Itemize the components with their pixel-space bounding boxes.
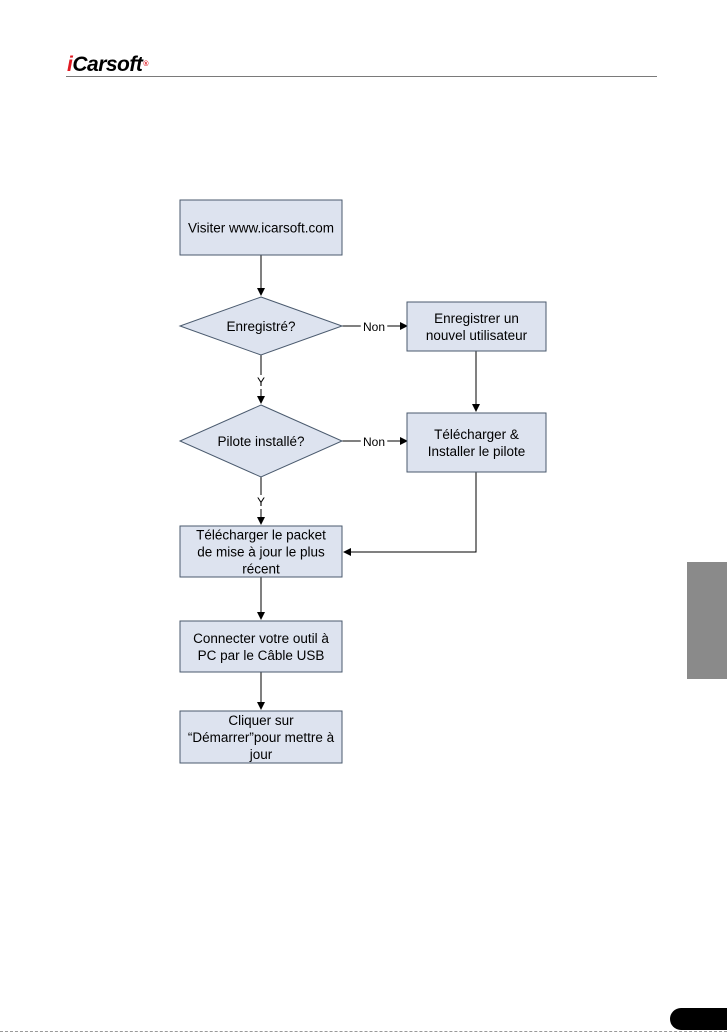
flow-node-download-driver: Télécharger & Installer le pilote: [407, 413, 546, 472]
node-label-line: Connecter votre outil à: [193, 631, 329, 646]
edge-label: Y: [257, 375, 265, 389]
node-label-line: “Démarrer”pour mettre à: [188, 730, 335, 745]
edge-label: Y: [257, 495, 265, 509]
node-label-line: Installer le pilote: [428, 444, 526, 459]
process-box: [407, 302, 546, 351]
node-label-line: jour: [249, 747, 273, 762]
flow-node-visit: Visiter www.icarsoft.com: [180, 200, 342, 255]
node-label-line: récent: [242, 562, 280, 577]
node-label-line: de mise à jour le plus: [197, 545, 325, 560]
page-number-badge: [670, 1008, 727, 1030]
flow-node-start-update: Cliquer sur “Démarrer”pour mettre à jour: [180, 711, 342, 763]
node-label-line: PC par le Câble USB: [198, 648, 325, 663]
flow-node-register-new: Enregistrer un nouvel utilisateur: [407, 302, 546, 351]
process-box: [180, 621, 342, 672]
edge-download-driver-to-download-update: [344, 472, 476, 552]
page-bottom-edge: [0, 1031, 727, 1032]
side-tab-marker: [687, 562, 727, 679]
process-box: [407, 413, 546, 472]
node-label-line: Cliquer sur: [228, 713, 294, 728]
node-label-line: Pilote installé?: [217, 434, 304, 449]
flow-node-registered: Enregistré?: [180, 297, 342, 355]
node-label-line: Visiter www.icarsoft.com: [188, 221, 334, 236]
node-label-line: Télécharger &: [434, 427, 519, 442]
node-label-line: Enregistré?: [226, 319, 295, 334]
node-label-line: Télécharger le packet: [196, 528, 326, 543]
edge-label: Non: [363, 320, 385, 334]
flow-node-download-update: Télécharger le packet de mise à jour le p…: [180, 526, 342, 577]
flow-node-connect-tool: Connecter votre outil à PC par le Câble U…: [180, 621, 342, 672]
node-label-line: Enregistrer un: [434, 311, 519, 326]
node-label-line: nouvel utilisateur: [426, 328, 528, 343]
flow-node-driver-installed: Pilote installé?: [180, 405, 342, 477]
edge-label: Non: [363, 435, 385, 449]
